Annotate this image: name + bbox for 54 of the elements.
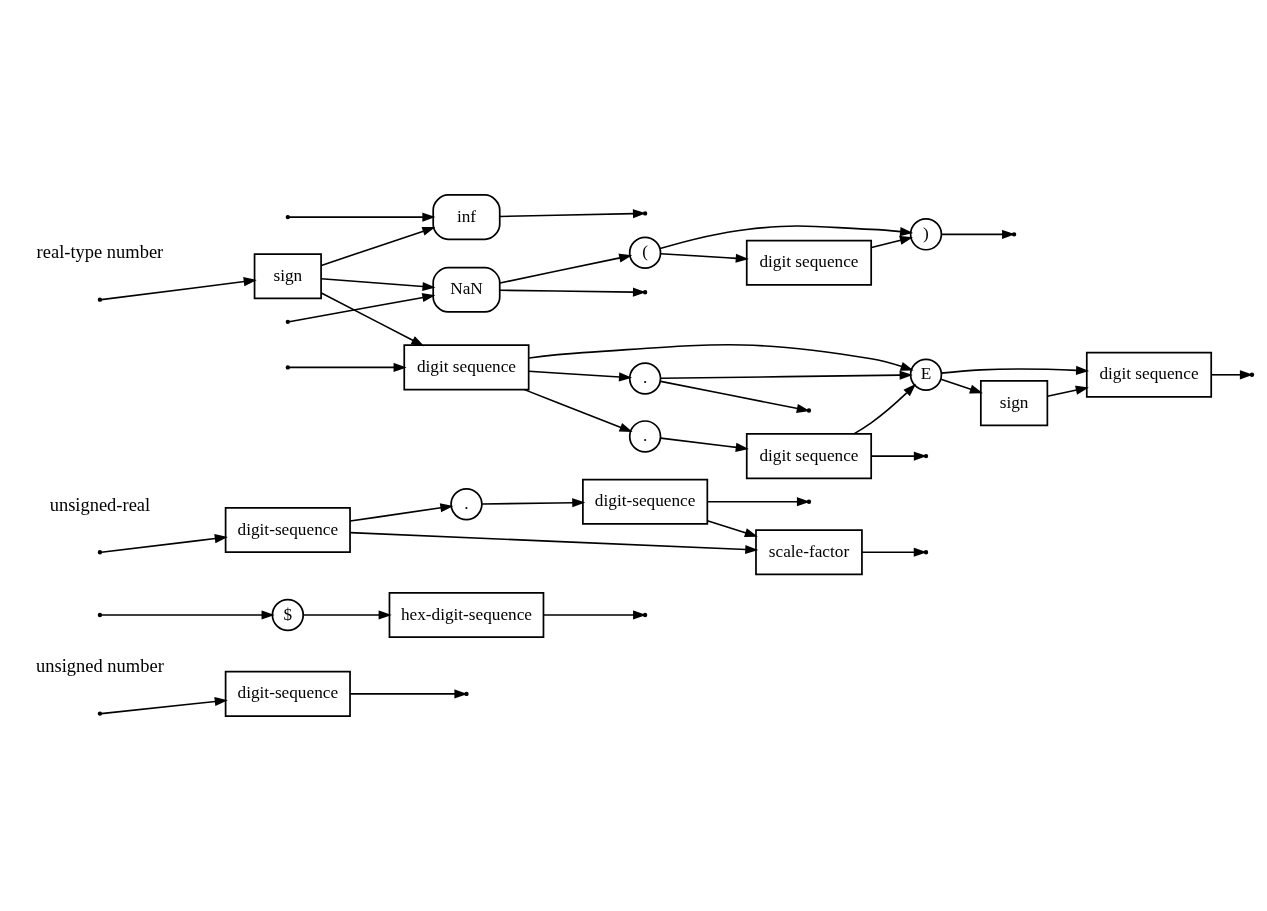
arrow <box>528 344 914 371</box>
node-circle: ) <box>909 218 943 251</box>
arrow <box>100 610 275 620</box>
arrow <box>940 378 983 394</box>
arrow <box>481 498 586 508</box>
node-circle: . <box>628 420 662 453</box>
arrow <box>659 252 749 263</box>
node-box: inf <box>432 194 501 241</box>
arrow <box>320 292 425 347</box>
arrow <box>659 370 913 380</box>
arrow <box>940 365 1090 375</box>
node-box: digit sequence <box>745 433 873 480</box>
node-box: scale-factor <box>755 529 863 576</box>
node-box: digit-sequence <box>224 507 351 554</box>
arrow <box>100 696 228 715</box>
node-box: digit sequence <box>1085 351 1213 398</box>
arrow <box>659 380 810 413</box>
arrow <box>320 226 436 267</box>
arrow <box>706 520 758 538</box>
node-circle: E <box>909 358 943 392</box>
arrow <box>320 277 436 292</box>
arrow <box>100 534 228 553</box>
arrow <box>1046 385 1089 398</box>
node-circle: . <box>450 487 483 521</box>
node-circle: $ <box>271 598 305 632</box>
node-box: NaN <box>432 266 501 313</box>
label: unsigned number <box>36 656 164 677</box>
arrow <box>499 253 633 284</box>
arrow <box>528 370 633 382</box>
node-box: digit-sequence <box>224 670 351 717</box>
node-box: sign <box>253 253 322 300</box>
node-box: sign <box>979 380 1049 427</box>
arrow <box>870 235 913 249</box>
arrow <box>288 362 407 372</box>
node-box: digit sequence <box>745 239 873 286</box>
arrow <box>543 610 647 620</box>
node-box: digit sequence <box>403 344 530 391</box>
arrow <box>659 437 749 452</box>
arrow <box>349 503 454 522</box>
node-circle: ( <box>628 236 662 270</box>
arrow <box>288 293 436 323</box>
arrow <box>288 212 436 222</box>
node-box: hex-digit-sequence <box>388 592 545 639</box>
arrow <box>523 388 633 432</box>
label: unsigned-real <box>49 494 151 515</box>
node-circle: . <box>628 362 662 395</box>
arrow <box>659 225 914 250</box>
node-box: digit-sequence <box>582 478 709 525</box>
label: real-type number <box>36 242 164 263</box>
arrow <box>100 277 257 301</box>
arrow <box>302 610 392 620</box>
arrow <box>349 531 759 555</box>
arrow <box>853 383 917 435</box>
arrow <box>870 451 927 461</box>
